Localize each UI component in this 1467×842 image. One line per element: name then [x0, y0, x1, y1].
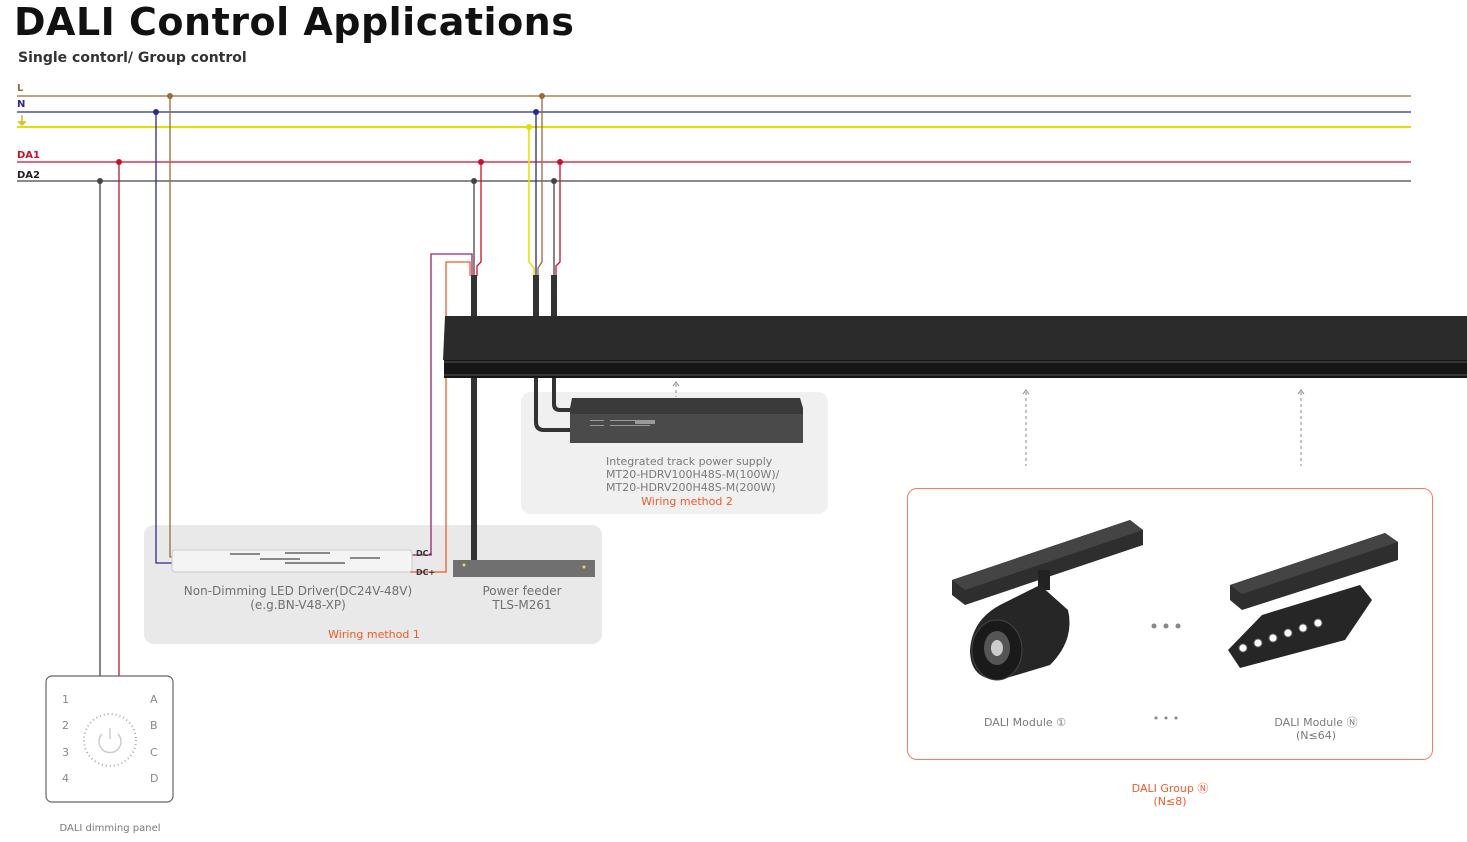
track-rail-bottom	[444, 360, 1467, 378]
dali-module-n-image	[1228, 533, 1398, 668]
panel-key-3[interactable]: 3	[62, 746, 69, 759]
power-feeder	[453, 560, 595, 577]
feeder-name: Power feeder	[482, 584, 562, 598]
psu-model-1: MT20-HDRV100H48S-M(100W)/	[606, 468, 780, 481]
panel-key-1[interactable]: 1	[62, 693, 69, 706]
driver-caption: Non-Dimming LED Driver(DC24V-48V) (e.g.B…	[160, 584, 436, 612]
feeder-caption: Power feeder TLS-M261	[454, 584, 590, 612]
psu-cable-1	[533, 275, 539, 317]
power-icon	[98, 733, 122, 754]
panel-key-c[interactable]: C	[150, 746, 158, 759]
group-label: DALI Group Ⓝ	[1131, 782, 1209, 795]
wiring-method-1-label: Wiring method 1	[328, 628, 420, 641]
module-1-label: DALI Module ①	[983, 716, 1067, 729]
driver-L-wire	[169, 96, 180, 558]
connection-arrows	[672, 381, 1305, 466]
psu-cable-down-1	[534, 378, 572, 432]
panel-label: DALI dimming panel	[59, 823, 161, 834]
psu-L-wire	[537, 96, 543, 276]
dc-minus-label: DC-	[416, 549, 433, 558]
earth-icon: ⏚	[16, 114, 29, 128]
dc-plus-label: DC+	[416, 568, 436, 577]
wiring-method-1-panel	[144, 525, 602, 644]
feeder-cable	[471, 275, 477, 560]
panel-key-4[interactable]: 4	[62, 772, 69, 785]
feeder-da1-wire	[476, 162, 482, 276]
module-n-label: DALI Module Ⓝ	[1274, 716, 1358, 729]
group-caption: DALI Group Ⓝ (N≤8)	[1100, 782, 1240, 808]
psu-cable-2	[551, 275, 557, 317]
wire-label-N: N	[17, 99, 26, 110]
wiring-method-2-label: Wiring method 2	[641, 495, 733, 508]
driver-name: Non-Dimming LED Driver(DC24V-48V)	[183, 584, 413, 598]
dali-module-1-image	[952, 520, 1143, 681]
psu-PE-wire	[528, 127, 535, 276]
psu-caption: Integrated track power supply MT20-HDRV1…	[560, 455, 810, 494]
led-driver	[171, 549, 413, 573]
dc-minus-wire	[410, 253, 473, 556]
module-n-caption: DALI Module Ⓝ (N≤64)	[1250, 716, 1382, 742]
module-n-limit: (N≤64)	[1295, 729, 1337, 742]
panel-key-d[interactable]: D	[150, 772, 159, 785]
driver-example: (e.g.BN-V48-XP)	[250, 598, 346, 612]
page-subtitle: Single contorl/ Group control	[18, 50, 247, 66]
psu-cable-down-2	[552, 378, 572, 412]
group-limit: (N≤8)	[1153, 795, 1187, 808]
wire-label-DA2: DA2	[17, 170, 40, 181]
dial-ring	[83, 713, 137, 767]
track-rail	[443, 316, 1467, 360]
wire-label-DA1: DA1	[17, 150, 40, 161]
driver-N-wire	[155, 112, 180, 564]
panel-key-2[interactable]: 2	[62, 719, 69, 732]
psu-model-2: MT20-HDRV200H48S-M(200W)	[606, 481, 776, 494]
wire-label-L: L	[17, 83, 24, 94]
feeder-model: TLS-M261	[492, 598, 552, 612]
panel-key-a[interactable]: A	[150, 693, 158, 706]
dc-plus-wire	[410, 261, 471, 573]
psu-name: Integrated track power supply	[606, 455, 773, 468]
modules-ellipsis-dots	[1151, 623, 1181, 629]
panel-key-b[interactable]: B	[150, 719, 158, 732]
dali-group-box	[907, 488, 1433, 760]
psu-da1-wire	[555, 162, 561, 276]
page-title: DALI Control Applications	[14, 0, 575, 44]
junction-dots	[97, 93, 563, 184]
module-ellipsis: • • •	[1152, 712, 1180, 725]
